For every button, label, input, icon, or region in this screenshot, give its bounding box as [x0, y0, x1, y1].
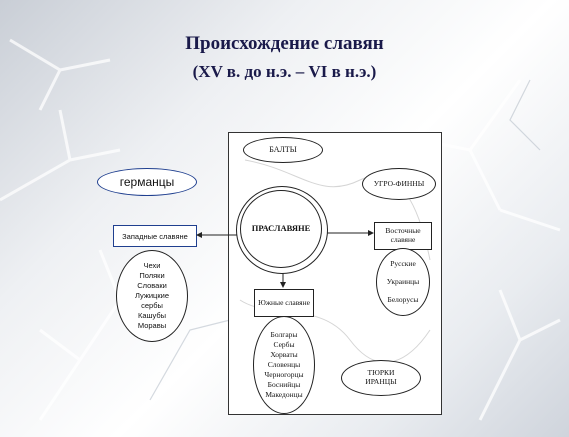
slide-subtitle: (XV в. до н.э. – VI в н.э.): [192, 62, 377, 81]
south-slavs-list-oval: Болгары Сербы Хорваты Словенцы Черногорц…: [253, 316, 315, 414]
south-slavs-label: Южные славяне: [258, 297, 310, 307]
west-item: Лужицкие сербы: [135, 290, 169, 311]
balts-label: БАЛТЫ: [269, 145, 297, 155]
east-item: Русские: [390, 258, 416, 268]
slide-title: Происхождение славян: [185, 33, 384, 54]
proto-slavs-circle: ПРАСЛАВЯНЕ: [240, 190, 322, 268]
germans-oval: германцы: [97, 168, 197, 196]
turks-iranians-oval: ТЮРКИ ИРАНЦЫ: [341, 360, 421, 396]
west-slavs-label: Западные славяне: [122, 231, 188, 241]
proto-slavs-label: ПРАСЛАВЯНЕ: [251, 223, 311, 234]
west-item: Моравы: [137, 321, 167, 331]
west-item: Словаки: [137, 280, 167, 290]
south-item: Боснийцы: [267, 380, 301, 390]
south-item: Словенцы: [267, 359, 301, 369]
east-slavs-box: Восточные славяне: [374, 222, 432, 250]
east-item: Белорусы: [387, 294, 419, 304]
east-item: Украинцы: [386, 276, 420, 286]
south-item: Хорваты: [270, 349, 298, 359]
east-slavs-list-oval: Русские Украинцы Белорусы: [376, 248, 430, 316]
iranians-label: ИРАНЦЫ: [365, 377, 397, 386]
west-item: Чехи: [143, 260, 161, 270]
balts-oval: БАЛТЫ: [243, 137, 323, 163]
germans-label: германцы: [119, 175, 175, 189]
ugro-finns-label: УГРО-ФИННЫ: [373, 178, 425, 188]
south-slavs-box: Южные славяне: [254, 289, 314, 317]
south-item: Сербы: [273, 339, 295, 349]
west-item: Кашубы: [137, 311, 167, 321]
east-slavs-label: Восточные славяне: [385, 226, 421, 244]
west-slavs-list-oval: Чехи Поляки Словаки Лужицкие сербы Кашуб…: [116, 250, 188, 342]
map-contour: [244, 159, 431, 261]
south-item: Черногорцы: [264, 370, 304, 380]
turks-label: ТЮРКИ: [367, 368, 395, 378]
west-slavs-box: Западные славяне: [113, 225, 197, 247]
south-item: Болгары: [270, 329, 298, 339]
ugro-finns-oval: УГРО-ФИННЫ: [362, 168, 436, 200]
south-item: Македонцы: [265, 390, 303, 400]
west-item: Поляки: [139, 270, 165, 280]
